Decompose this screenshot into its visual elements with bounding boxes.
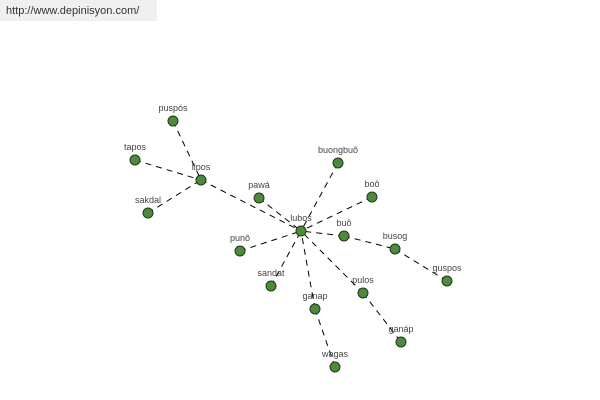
node-label: lipos xyxy=(192,162,211,172)
edge-buô-busog xyxy=(343,235,396,250)
node-lipos[interactable] xyxy=(195,174,207,186)
node-punô[interactable] xyxy=(234,245,246,257)
node-ganap[interactable] xyxy=(309,303,321,315)
edge-pawá-lubos xyxy=(258,197,302,232)
edge-tapos-lipos xyxy=(134,159,202,181)
node-label: tapos xyxy=(124,142,147,152)
edge-pulos-ganáp xyxy=(362,292,402,343)
node-sakdal[interactable] xyxy=(142,207,154,219)
node-label: punô xyxy=(230,233,250,243)
node-label: sandat xyxy=(257,268,285,278)
node-label: ganáp xyxy=(388,324,413,334)
node-boô[interactable] xyxy=(366,191,378,203)
node-ganáp[interactable] xyxy=(395,336,407,348)
node-label: pawá xyxy=(248,180,270,190)
node-wagas[interactable] xyxy=(329,361,341,373)
node-puspós[interactable] xyxy=(167,115,179,127)
node-label: busog xyxy=(383,231,408,241)
node-pawá[interactable] xyxy=(253,192,265,204)
node-label: pulos xyxy=(352,275,374,285)
node-label: boô xyxy=(364,179,379,189)
node-busog[interactable] xyxy=(389,243,401,255)
edge-lipos-lubos xyxy=(200,179,302,232)
edge-pulos-lubos xyxy=(300,230,364,294)
node-sandat[interactable] xyxy=(265,280,277,292)
node-label: guspos xyxy=(432,263,462,273)
node-label: buô xyxy=(336,218,351,228)
edge-ganap-lubos xyxy=(300,230,316,310)
edge-buongbuô-lubos xyxy=(300,162,339,232)
node-tapos[interactable] xyxy=(129,154,141,166)
url-label[interactable]: http://www.depinisyon.com/ xyxy=(0,0,157,21)
node-label: wagas xyxy=(321,349,349,359)
node-label: lubos xyxy=(290,213,312,223)
node-label: buongbuô xyxy=(318,145,358,155)
node-guspos[interactable] xyxy=(441,275,453,287)
node-label: ganap xyxy=(302,291,327,301)
node-label: sakdal xyxy=(135,195,161,205)
node-label: puspós xyxy=(158,103,188,113)
edge-buô-lubos xyxy=(300,230,345,237)
node-pulos[interactable] xyxy=(357,287,369,299)
node-lubos[interactable] xyxy=(295,225,307,237)
node-buô[interactable] xyxy=(338,230,350,242)
edge-boô-lubos xyxy=(300,196,373,232)
node-buongbuô[interactable] xyxy=(332,157,344,169)
